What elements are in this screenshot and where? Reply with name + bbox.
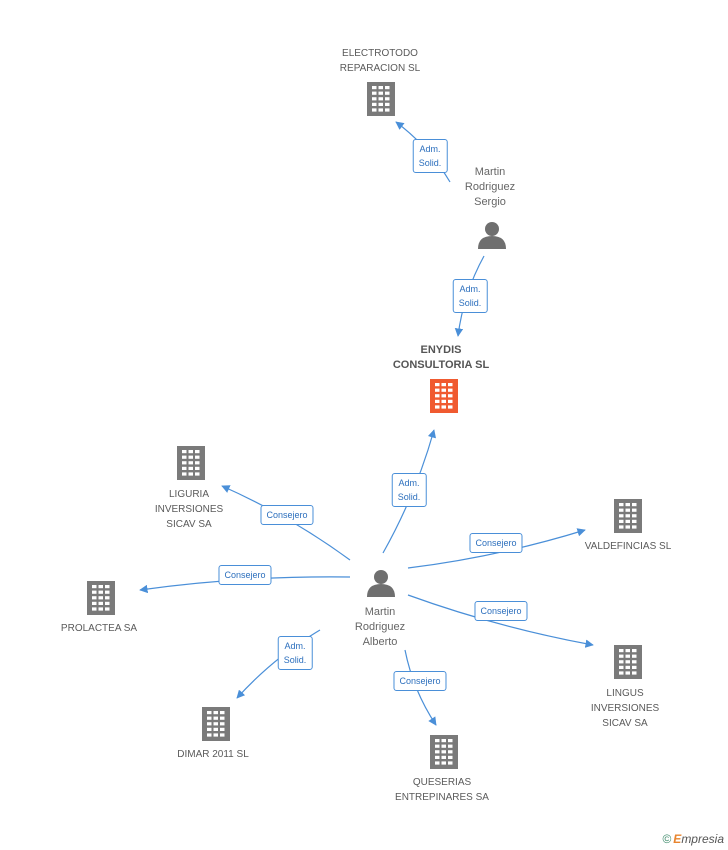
node-label-prolactea[interactable]: PROLACTEA SA <box>60 623 138 634</box>
brand-initial: E <box>673 832 682 846</box>
building-icon[interactable] <box>430 379 458 413</box>
edge-label-alberto-to-dimar[interactable]: Adm. Solid. <box>277 636 313 670</box>
building-icon[interactable] <box>367 82 395 116</box>
edge-label-alberto-to-prolactea[interactable]: Consejero <box>218 565 272 585</box>
edge-label-alberto-to-queserias[interactable]: Consejero <box>393 671 447 691</box>
node-label-enydis[interactable]: ENYDIS CONSULTORIA SL <box>392 344 490 371</box>
edge-label-alberto-to-liguria[interactable]: Consejero <box>260 505 314 525</box>
person-icon[interactable] <box>367 570 395 597</box>
node-label-dimar[interactable]: DIMAR 2011 SL <box>177 749 249 760</box>
building-icon[interactable] <box>177 446 205 480</box>
edge-label-alberto-to-valdefincias[interactable]: Consejero <box>469 533 523 553</box>
building-icon[interactable] <box>87 581 115 615</box>
edge-label-alberto-to-enydis[interactable]: Adm. Solid. <box>391 473 427 507</box>
edge-label-sergio-to-enydis[interactable]: Adm. Solid. <box>452 279 488 313</box>
edge-label-alberto-to-lingus[interactable]: Consejero <box>474 601 528 621</box>
node-label-electrotodo[interactable]: ELECTROTODO REPARACION SL <box>339 48 421 74</box>
edge-alberto-to-lingus <box>407 594 594 648</box>
building-icon[interactable] <box>202 707 230 741</box>
node-label-lingus[interactable]: LINGUS INVERSIONES SICAV SA <box>590 688 660 729</box>
building-icon[interactable] <box>430 735 458 769</box>
building-icon[interactable] <box>614 499 642 533</box>
brand-name: mpresia <box>681 832 724 846</box>
person-icon[interactable] <box>478 222 506 249</box>
copyright-symbol: © <box>662 832 672 846</box>
node-label-queserias[interactable]: QUESERIAS ENTREPINARES SA <box>395 777 489 803</box>
node-label-alberto[interactable]: Martin Rodriguez Alberto <box>354 606 406 648</box>
footer-brand[interactable]: ©Empresia <box>662 832 724 846</box>
building-icon[interactable] <box>614 645 642 679</box>
edge-label-sergio-to-electrotodo[interactable]: Adm. Solid. <box>412 139 448 173</box>
node-label-liguria[interactable]: LIGURIA INVERSIONES SICAV SA <box>154 489 224 530</box>
node-label-valdefincias[interactable]: VALDEFINCIAS SL <box>584 541 672 552</box>
node-label-sergio[interactable]: Martin Rodriguez Sergio <box>464 166 516 208</box>
